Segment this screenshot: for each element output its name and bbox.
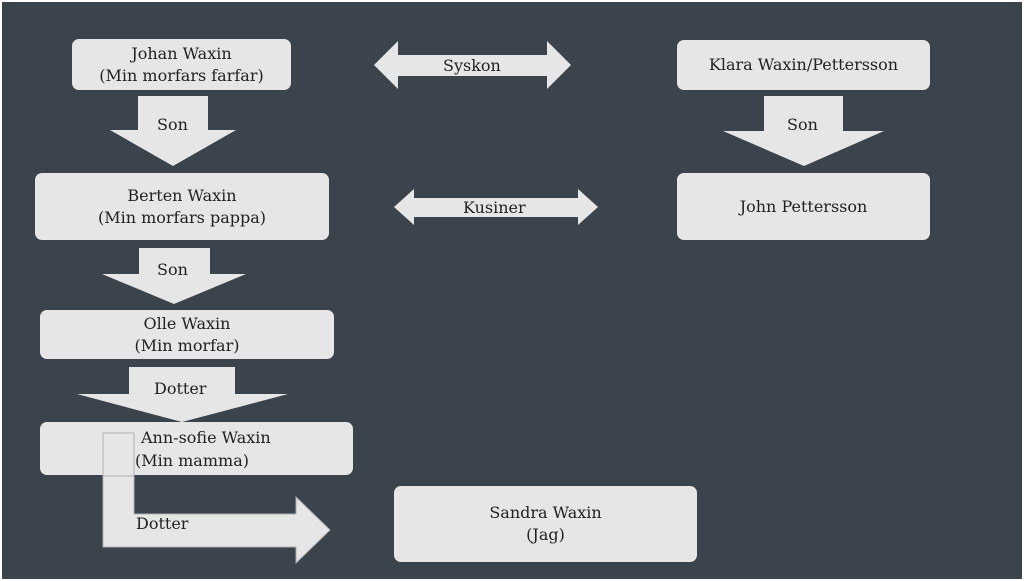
person-name: Johan Waxin <box>131 43 232 63</box>
person-note: (Min mamma) <box>135 451 249 470</box>
syskon-arrow <box>374 41 571 89</box>
person-box-annsofie: Ann-sofie Waxin (Min mamma) <box>40 422 353 475</box>
son-arrow-1 <box>110 96 236 166</box>
person-note: (Min morfar) <box>134 335 240 355</box>
person-box-berten: Berten Waxin (Min morfars pappa) <box>35 173 329 240</box>
person-name: Sandra Waxin <box>489 503 602 522</box>
person-name: Berten Waxin <box>127 185 237 205</box>
person-box-john: John Pettersson <box>677 173 930 240</box>
person-name: Olle Waxin <box>143 313 231 333</box>
dotter-label-2: Dotter <box>136 514 189 533</box>
person-box-johan: Johan Waxin (Min morfars farfar) <box>72 39 291 90</box>
person-note: (Min morfars pappa) <box>97 207 267 227</box>
kusiner-arrow <box>394 189 598 225</box>
person-name: Ann-sofie Waxin <box>141 428 271 447</box>
person-box-sandra: Sandra Waxin (Jag) <box>394 486 697 562</box>
person-note: (Min morfars farfar) <box>99 65 264 85</box>
kusiner-label: Kusiner <box>463 198 526 217</box>
dotter-label-1: Dotter <box>154 379 207 398</box>
son-arrow-2 <box>723 96 884 166</box>
son-arrow-3 <box>102 248 246 304</box>
person-name: Klara Waxin/Pettersson <box>708 55 899 74</box>
syskon-label: Syskon <box>443 56 501 75</box>
person-box-klara: Klara Waxin/Pettersson <box>677 40 930 90</box>
son-label-3: Son <box>157 260 188 279</box>
dotter-arrow-1 <box>77 367 288 422</box>
person-box-olle: Olle Waxin (Min morfar) <box>40 310 334 359</box>
son-label-1: Son <box>157 115 188 134</box>
son-label-2: Son <box>787 115 818 134</box>
person-note: (Jag) <box>526 525 565 544</box>
person-name: John Pettersson <box>739 196 868 216</box>
